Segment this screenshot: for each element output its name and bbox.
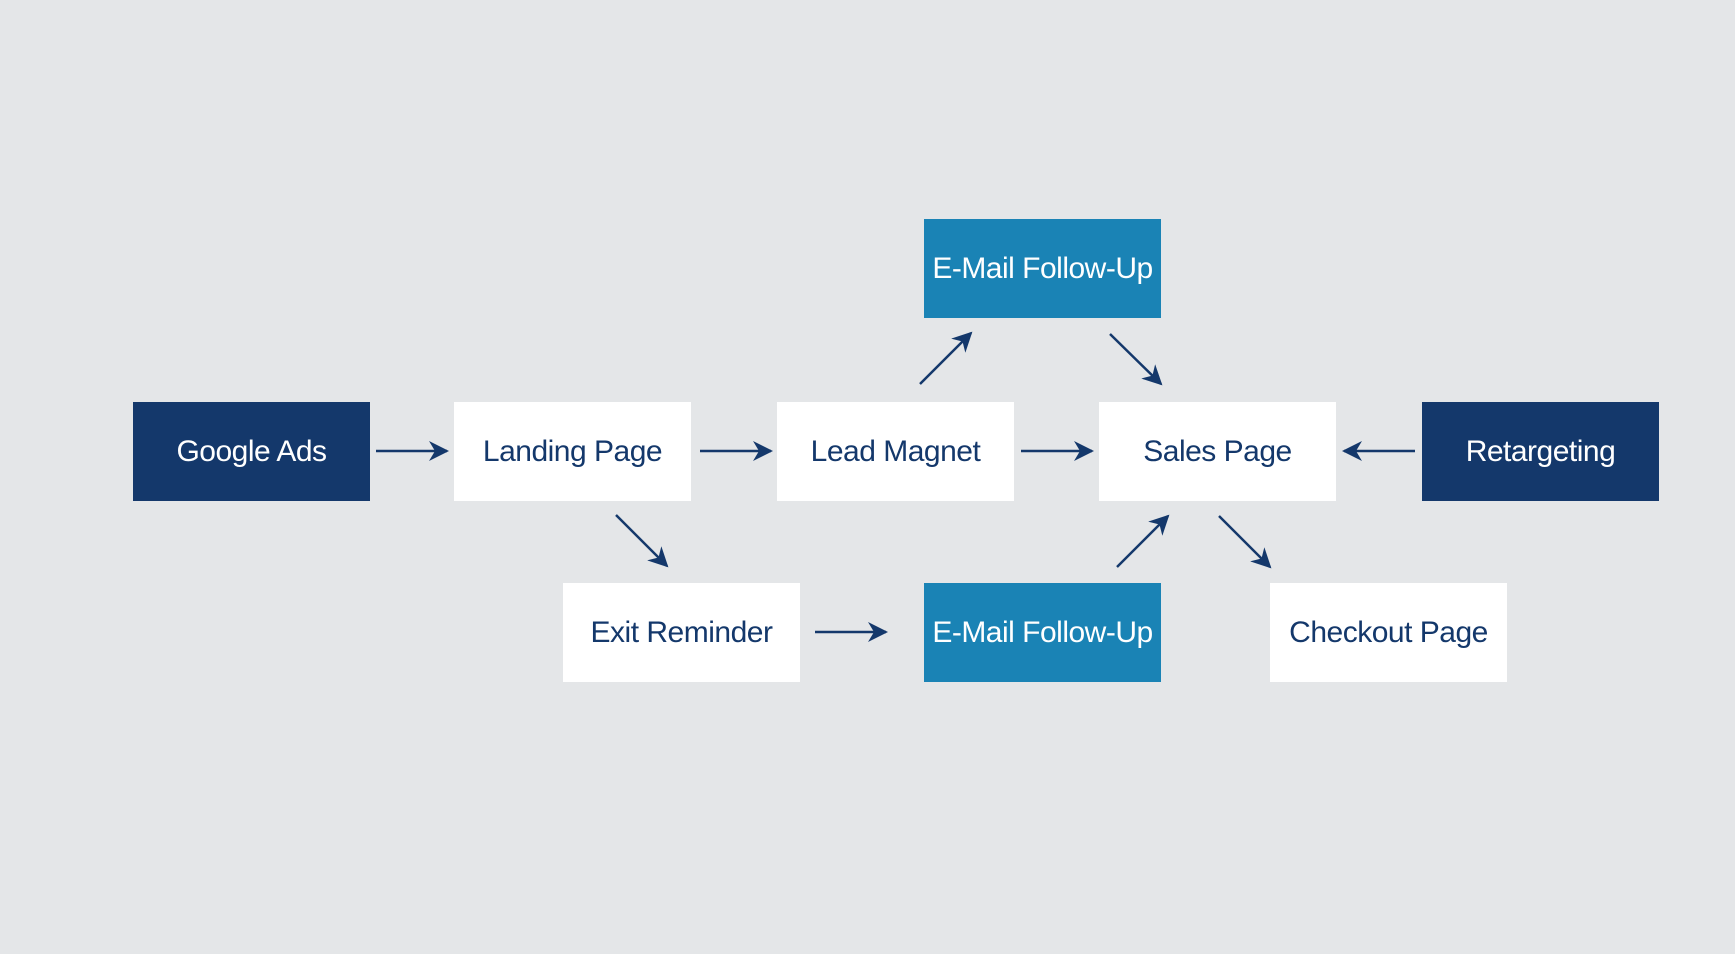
arrow-sales-checkout — [1218, 515, 1272, 569]
node-label: Google Ads — [176, 434, 327, 468]
node-exit-reminder: Exit Reminder — [563, 583, 800, 682]
node-email-followup-top: E-Mail Follow-Up — [924, 219, 1161, 318]
arrow-leadmagnet-emailtop — [919, 331, 973, 385]
node-checkout-page: Checkout Page — [1270, 583, 1507, 682]
node-label: Checkout Page — [1289, 615, 1488, 649]
node-sales-page: Sales Page — [1099, 402, 1336, 501]
arrow-emailtop-sales — [1109, 333, 1163, 386]
node-label: E-Mail Follow-Up — [932, 615, 1153, 649]
node-lead-magnet: Lead Magnet — [777, 402, 1014, 501]
node-google-ads: Google Ads — [133, 402, 370, 501]
node-label: Sales Page — [1143, 434, 1292, 468]
node-label: Landing Page — [482, 434, 663, 468]
node-label: Lead Magnet — [810, 434, 981, 468]
node-label: Retargeting — [1465, 434, 1616, 468]
node-retargeting: Retargeting — [1422, 402, 1659, 501]
node-label: E-Mail Follow-Up — [932, 251, 1153, 285]
arrow-landing-exit — [615, 514, 669, 568]
node-label: Exit Reminder — [590, 615, 773, 649]
arrow-emailbottom-sales — [1116, 514, 1170, 568]
node-email-followup-bottom: E-Mail Follow-Up — [924, 583, 1161, 682]
node-landing-page: Landing Page — [454, 402, 691, 501]
